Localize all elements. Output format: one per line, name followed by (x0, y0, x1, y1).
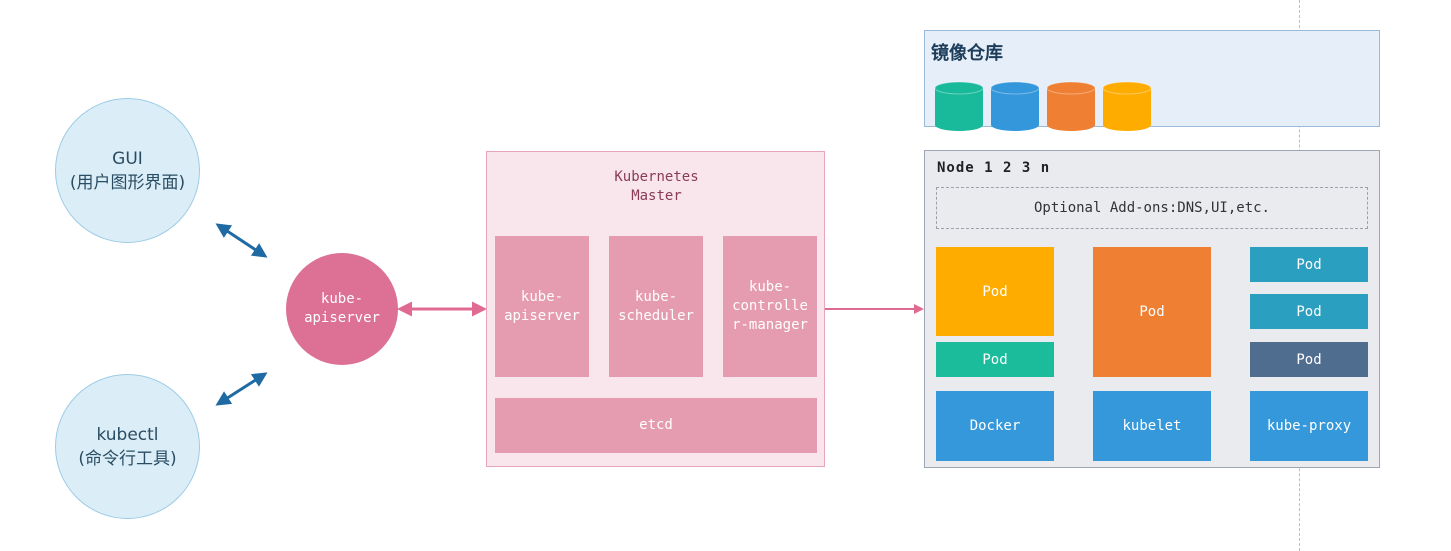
gui-label: GUI (112, 148, 143, 169)
master-kube-apiserver: kube- apiserver (495, 236, 589, 377)
kubernetes-master: Kubernetes Master kube- apiserver kube- … (486, 151, 825, 467)
master-controller-line3: r-manager (732, 317, 808, 333)
pod-orange: Pod (1093, 247, 1211, 377)
optional-addons: Optional Add-ons:DNS,UI,etc. (936, 187, 1368, 229)
kubectl-client: kubectl (命令行工具) (55, 374, 200, 519)
master-controller-line1: kube- (748, 279, 792, 295)
registry-title: 镜像仓库 (931, 43, 1003, 64)
gui-sublabel: (用户图形界面) (69, 172, 186, 193)
kubectl-label: kubectl (96, 424, 159, 445)
cylinder-green-icon (934, 81, 984, 131)
pod-teal-1: Pod (1250, 247, 1368, 282)
pod-green: Pod (936, 342, 1054, 377)
gui-client: GUI (用户图形界面) (55, 98, 200, 243)
pod-slate: Pod (1250, 342, 1368, 377)
master-title: Kubernetes Master (487, 168, 826, 206)
gui-api-arrow (215, 223, 268, 258)
cylinder-yellow-icon (1102, 81, 1152, 131)
worker-node: Node 1 2 3 n Optional Add-ons:DNS,UI,etc… (924, 150, 1380, 468)
master-apiserver-line2: apiserver (504, 307, 580, 324)
master-kube-scheduler: kube- scheduler (609, 236, 703, 377)
apiserver-node-line1: kube- (320, 291, 364, 307)
master-title-line2: Master (631, 188, 682, 204)
master-title-line1: Kubernetes (614, 169, 699, 185)
cylinder-orange-icon (1046, 81, 1096, 131)
master-controller-line2: controlle (732, 298, 808, 314)
kube-apiserver-node: kube- apiserver (286, 253, 398, 365)
master-scheduler-line1: kube- (634, 288, 678, 305)
master-apiserver-line1: kube- (520, 288, 564, 305)
image-registry: 镜像仓库 (924, 30, 1380, 131)
node-title: Node 1 2 3 n (937, 160, 1051, 176)
kube-proxy-box: kube-proxy (1250, 391, 1368, 461)
registry-images (934, 81, 1152, 131)
kubectl-api-arrow (215, 372, 268, 406)
kubelet-box: kubelet (1093, 391, 1211, 461)
master-kube-controller-manager: kube- controlle r-manager (723, 236, 817, 377)
cylinder-blue-icon (990, 81, 1040, 131)
docker-box: Docker (936, 391, 1054, 461)
master-etcd: etcd (495, 398, 817, 453)
kubectl-sublabel: (命令行工具) (78, 448, 177, 469)
master-scheduler-line2: scheduler (618, 307, 694, 324)
pod-yellow: Pod (936, 247, 1054, 336)
pod-teal-2: Pod (1250, 294, 1368, 329)
apiserver-node-line2: apiserver (304, 310, 380, 326)
